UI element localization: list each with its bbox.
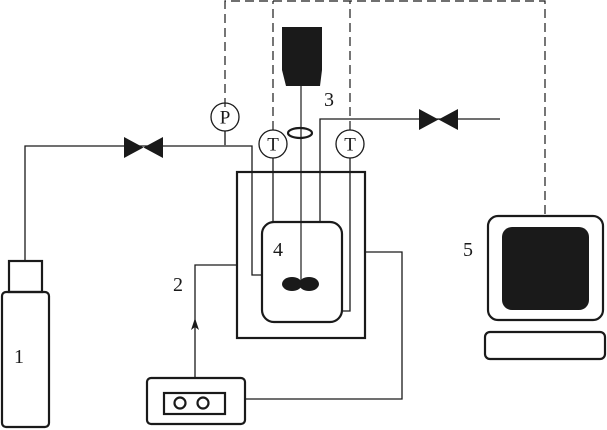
reactor-body xyxy=(260,220,344,324)
pressure-gauge-label: P xyxy=(220,108,231,129)
keyboard xyxy=(483,330,607,361)
circulator-knob-1 xyxy=(173,396,187,410)
circulator-panel xyxy=(162,391,227,416)
impeller xyxy=(282,277,319,291)
label-1: 1 xyxy=(14,346,24,368)
cylinder-valve-cap xyxy=(7,259,44,294)
flow-arrow-icon xyxy=(191,318,199,330)
valve-icon xyxy=(124,137,163,158)
gas-cylinder: 1 xyxy=(0,259,51,429)
pressure-gauge-circle xyxy=(210,102,240,132)
label-5: 5 xyxy=(463,239,473,261)
temperature-gauge-right: T xyxy=(335,129,365,159)
temperature-gauge-left: T xyxy=(258,129,288,159)
circulator-body xyxy=(145,376,247,426)
impeller-blade-right xyxy=(299,277,319,291)
water-bath-jacket xyxy=(235,170,367,340)
temp-gauge-right-label: T xyxy=(344,135,356,156)
label-2: 2 xyxy=(173,274,183,296)
gas-inlet-valve xyxy=(124,137,163,158)
stirrer-motor: 3 xyxy=(282,27,334,285)
circulator-return-line xyxy=(245,251,403,400)
cylinder-body xyxy=(0,290,51,429)
thermostat-circulator: 2 xyxy=(145,274,247,426)
motor-body xyxy=(282,27,322,86)
pressure-gauge: P xyxy=(210,102,240,132)
monitor-frame xyxy=(486,214,605,322)
shaft-seal xyxy=(286,126,314,140)
circulator-supply-line xyxy=(194,264,237,378)
monitor-screen xyxy=(502,227,589,310)
reactor-vessel: 4 xyxy=(260,220,344,324)
gas-feed-line xyxy=(24,145,263,276)
circulator-knob-2 xyxy=(196,396,210,410)
signal-line-pressure xyxy=(224,0,546,215)
signal-lines xyxy=(224,0,546,215)
valve-icon xyxy=(419,109,458,130)
temp-probe-right xyxy=(343,158,351,312)
temp-gauge-left-label: T xyxy=(267,135,279,156)
impeller-blade-left xyxy=(282,277,302,291)
label-4: 4 xyxy=(273,239,283,261)
computer: 5 xyxy=(463,214,607,361)
label-3: 3 xyxy=(324,89,334,111)
gas-outlet-valve xyxy=(419,109,458,130)
